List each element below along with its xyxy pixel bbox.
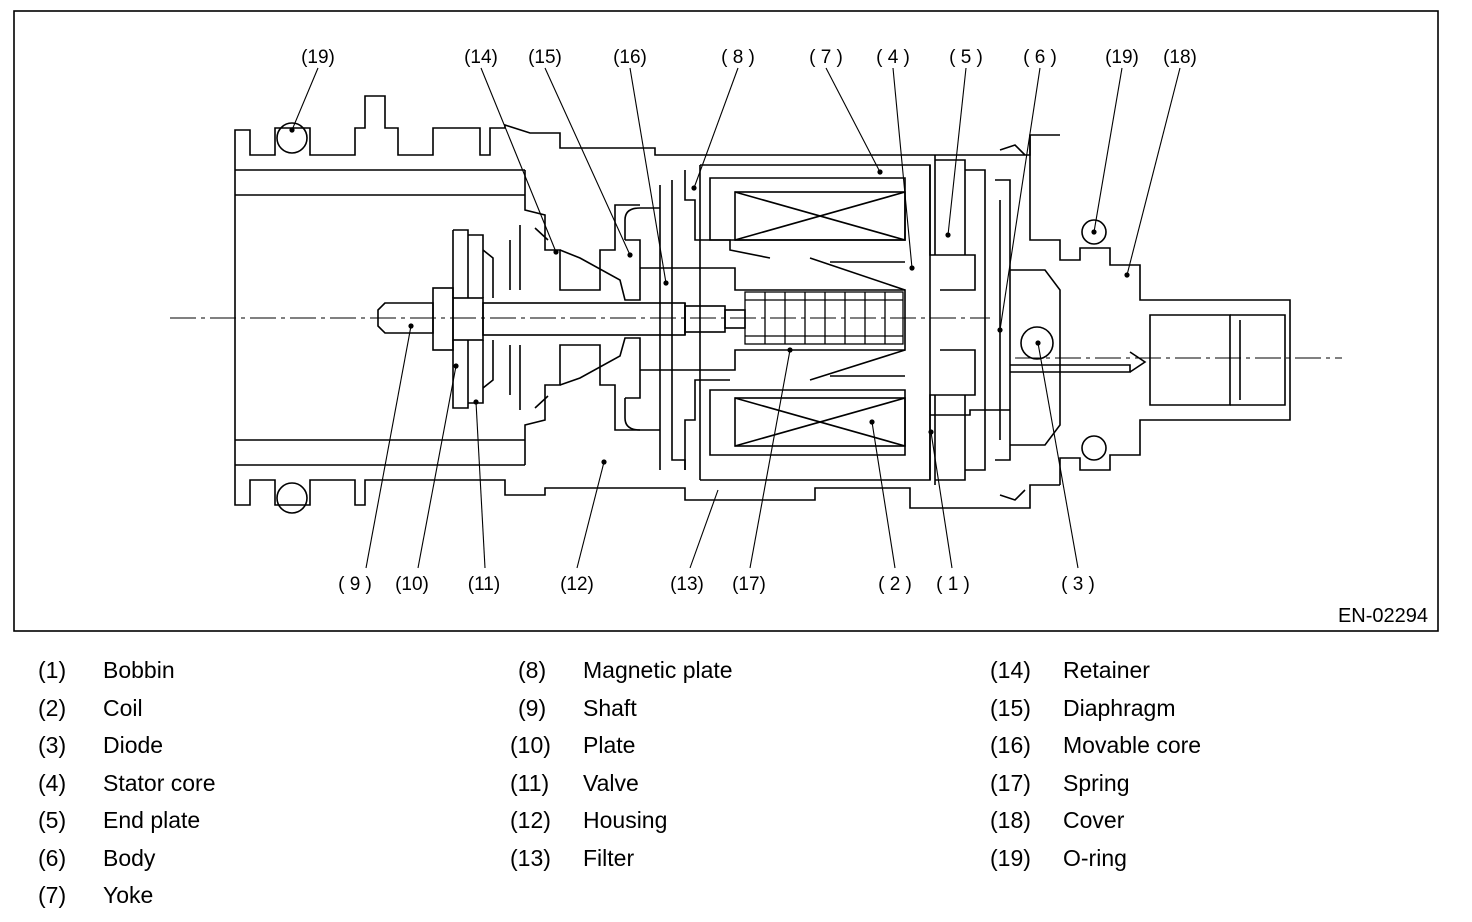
callout-13: (13) — [670, 574, 704, 595]
callout-1: ( 1 ) — [936, 574, 970, 595]
legend-number: (5) — [38, 807, 67, 833]
callout-19-top-right: (19) — [1105, 47, 1139, 68]
legend-number: (10) — [510, 732, 551, 758]
legend-number: (13) — [510, 844, 551, 871]
legend-number: (17) — [990, 769, 1031, 796]
legend-number: (8) — [518, 657, 547, 683]
callout-6: ( 6 ) — [1023, 47, 1057, 68]
legend-item: (12) Housing — [510, 802, 930, 840]
housing-outline — [234, 95, 1060, 509]
legend-number: (12) — [510, 807, 551, 833]
legend-part-name: End plate — [103, 807, 201, 833]
callout-4: ( 4 ) — [876, 47, 910, 68]
legend-column-1: (1) Bobbin (2) Coil (3) Diode (4) Stator cor… — [38, 652, 458, 915]
callout-11: (11) — [468, 574, 500, 595]
callout-12: (12) — [560, 574, 594, 595]
callout-19-top-left: (19) — [301, 47, 335, 68]
legend-part-name: Movable core — [1063, 732, 1202, 758]
legend-item: (1) Bobbin — [38, 652, 458, 690]
legend-item: (2) Coil — [38, 690, 458, 728]
legend-item: (14) Retainer — [990, 652, 1410, 690]
callout-8: ( 8 ) — [721, 47, 755, 68]
callout-7: ( 7 ) — [809, 47, 843, 68]
legend-part-name: Body — [103, 844, 156, 871]
callout-14: (14) — [464, 47, 498, 68]
cross-section-drawing: (19) (14) (15) (16) ( 8 ) ( 7 ) ( 4 ) ( … — [13, 10, 1439, 632]
spring-coil-drawing — [744, 291, 904, 345]
legend-item: (8) Magnetic plate — [510, 652, 930, 690]
legend-part-name: Valve — [583, 769, 639, 796]
callout-5: ( 5 ) — [949, 47, 983, 68]
legend-item: (11) Valve — [510, 765, 930, 803]
legend-part-name: Yoke — [103, 882, 154, 908]
callout-15: (15) — [528, 47, 562, 68]
legend-item: (10) Plate — [510, 727, 930, 765]
center-axis — [170, 317, 1342, 359]
legend-number: (11) — [510, 769, 550, 796]
legend-part-name: Shaft — [583, 694, 637, 721]
legend-item: (6) Body — [38, 840, 458, 878]
legend-item: (19) O-ring — [990, 840, 1410, 878]
callout-16: (16) — [613, 47, 647, 68]
legend-number: (3) — [38, 732, 67, 758]
legend-part-name: O-ring — [1063, 844, 1127, 871]
legend-part-name: Diaphragm — [1063, 694, 1176, 721]
callout-18: (18) — [1163, 47, 1197, 68]
callout-3: ( 3 ) — [1061, 574, 1095, 595]
leader-lines — [291, 67, 1181, 569]
legend-number: (19) — [990, 844, 1031, 871]
legend-part-name: Coil — [103, 694, 143, 721]
core-and-coil — [640, 155, 976, 485]
solenoid-valve-cross-section-figure: (19) (14) (15) (16) ( 8 ) ( 7 ) ( 4 ) ( … — [13, 10, 1439, 632]
callout-2: ( 2 ) — [878, 574, 912, 595]
legend-part-name: Bobbin — [103, 657, 175, 683]
legend-number: (15) — [990, 694, 1031, 721]
parts-legend: (1) Bobbin (2) Coil (3) Diode (4) Stator cor… — [0, 652, 1472, 922]
legend-item: (3) Diode — [38, 727, 458, 765]
legend-part-name: Diode — [103, 732, 164, 758]
legend-item: (9) Shaft — [510, 690, 930, 728]
legend-number: (16) — [990, 732, 1031, 758]
end-plate-body-cover — [930, 135, 1291, 501]
shaft-plate-valve — [377, 229, 746, 409]
legend-part-name: Spring — [1063, 769, 1130, 796]
legend-item: (7) Yoke — [38, 877, 458, 915]
legend-part-name: Magnetic plate — [583, 657, 733, 683]
legend-part-name: Housing — [583, 807, 668, 833]
legend-number: (4) — [38, 769, 67, 796]
legend-number: (18) — [990, 807, 1031, 833]
legend-column-3: (14) Retainer (15) Diaphragm (16) Movable c… — [990, 652, 1410, 877]
legend-item: (4) Stator core — [38, 765, 458, 803]
callout-9: ( 9 ) — [338, 574, 372, 595]
callout-17: (17) — [732, 574, 766, 595]
callout-labels: (19) (14) (15) (16) ( 8 ) ( 7 ) ( 4 ) ( … — [301, 47, 1197, 595]
legend-part-name: Stator core — [103, 769, 216, 796]
legend-item: (13) Filter — [510, 840, 930, 878]
legend-item: (18) Cover — [990, 802, 1410, 840]
legend-part-name: Retainer — [1063, 657, 1150, 683]
figure-frame — [13, 10, 1439, 632]
retainer-diaphragm — [559, 207, 660, 431]
legend-item: (5) End plate — [38, 802, 458, 840]
legend-number: (7) — [38, 882, 67, 908]
figure-id: EN-02294 — [1338, 605, 1428, 627]
part-marker-dots — [289, 127, 1130, 465]
callout-10: (10) — [395, 574, 429, 595]
legend-number: (9) — [518, 694, 547, 721]
legend-number: (2) — [38, 694, 67, 721]
legend-part-name: Plate — [583, 732, 636, 758]
legend-item: (15) Diaphragm — [990, 690, 1410, 728]
legend-number: (6) — [38, 844, 67, 871]
legend-item: (16) Movable core — [990, 727, 1410, 765]
legend-part-name: Cover — [1063, 807, 1125, 833]
o-ring-circles — [276, 122, 1107, 514]
legend-part-name: Filter — [583, 844, 635, 871]
legend-number: (1) — [38, 657, 67, 683]
legend-column-2: (8) Magnetic plate (9) Shaft (10) Plate (11… — [510, 652, 930, 877]
legend-item: (17) Spring — [990, 765, 1410, 803]
legend-number: (14) — [990, 657, 1031, 683]
